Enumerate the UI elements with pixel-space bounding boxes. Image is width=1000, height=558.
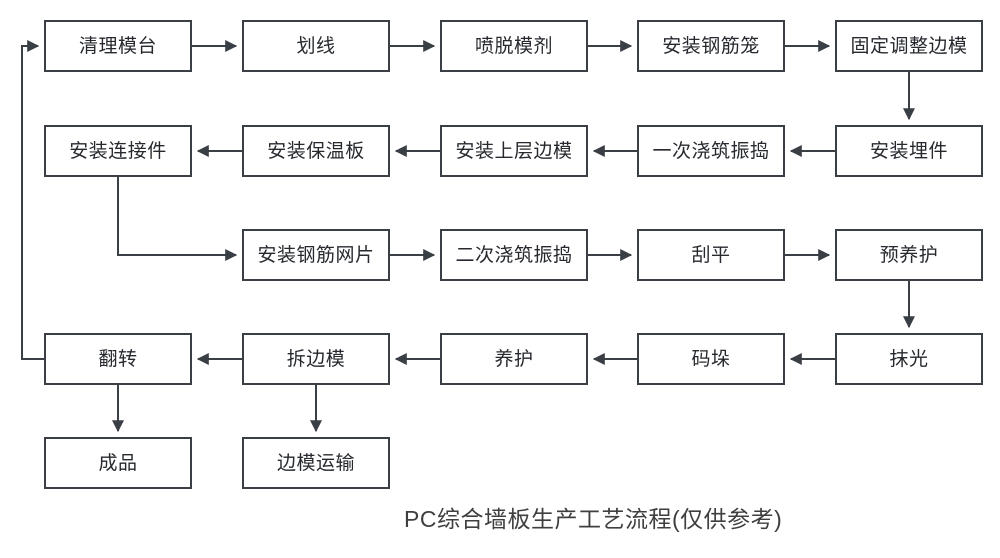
process-node-n5[interactable]: 固定调整边模: [835, 20, 983, 72]
process-node-label: 养护: [494, 348, 534, 370]
process-node-label: 安装钢筋笼: [662, 35, 760, 57]
process-node-label: 喷脱模剂: [474, 35, 553, 57]
process-node-n1[interactable]: 清理模台: [44, 20, 192, 72]
process-node-n16[interactable]: 码垛: [637, 333, 785, 385]
process-node-n12[interactable]: 二次浇筑振捣: [440, 229, 588, 281]
process-node-n10[interactable]: 安装连接件: [44, 125, 192, 177]
process-node-label: 抹光: [889, 348, 929, 370]
process-node-label: 码垛: [691, 348, 731, 370]
process-node-label: 二次浇筑振捣: [455, 244, 573, 266]
process-node-n21[interactable]: 边模运输: [242, 437, 390, 489]
process-node-label: 刮平: [691, 244, 731, 266]
process-node-n4[interactable]: 安装钢筋笼: [637, 20, 785, 72]
diagram-caption: PC综合墙板生产工艺流程(仅供参考): [404, 506, 783, 532]
process-node-label: 划线: [296, 35, 336, 57]
process-node-label: 边模运输: [276, 452, 355, 474]
connector-n19-to-n1: [21, 40, 44, 360]
process-node-label: 翻转: [98, 348, 138, 370]
process-node-n19[interactable]: 翻转: [44, 333, 192, 385]
process-node-label: 预养护: [879, 244, 939, 266]
process-node-n6[interactable]: 安装埋件: [835, 125, 983, 177]
process-node-n15[interactable]: 抹光: [835, 333, 983, 385]
process-node-n14[interactable]: 预养护: [835, 229, 983, 281]
process-node-label: 安装连接件: [69, 140, 167, 162]
process-node-n17[interactable]: 养护: [440, 333, 588, 385]
process-node-n8[interactable]: 安装上层边模: [440, 125, 588, 177]
process-node-label: 成品: [98, 452, 138, 474]
process-node-n13[interactable]: 刮平: [637, 229, 785, 281]
process-node-label: 安装埋件: [869, 140, 948, 162]
connector-n10-to-n11: [117, 177, 238, 261]
process-node-label: 安装钢筋网片: [257, 244, 375, 266]
process-node-n7[interactable]: 一次浇筑振捣: [637, 125, 785, 177]
process-node-label: 一次浇筑振捣: [652, 140, 770, 162]
process-node-label: 安装保温板: [267, 140, 365, 162]
process-node-n2[interactable]: 划线: [242, 20, 390, 72]
process-node-label: 拆边模: [286, 348, 346, 370]
process-node-n20[interactable]: 成品: [44, 437, 192, 489]
process-node-label: 安装上层边模: [455, 140, 573, 162]
process-node-n3[interactable]: 喷脱模剂: [440, 20, 588, 72]
process-node-n18[interactable]: 拆边模: [242, 333, 390, 385]
process-node-label: 固定调整边模: [850, 35, 968, 57]
process-node-n9[interactable]: 安装保温板: [242, 125, 390, 177]
process-node-n11[interactable]: 安装钢筋网片: [242, 229, 390, 281]
process-node-label: 清理模台: [78, 35, 157, 57]
